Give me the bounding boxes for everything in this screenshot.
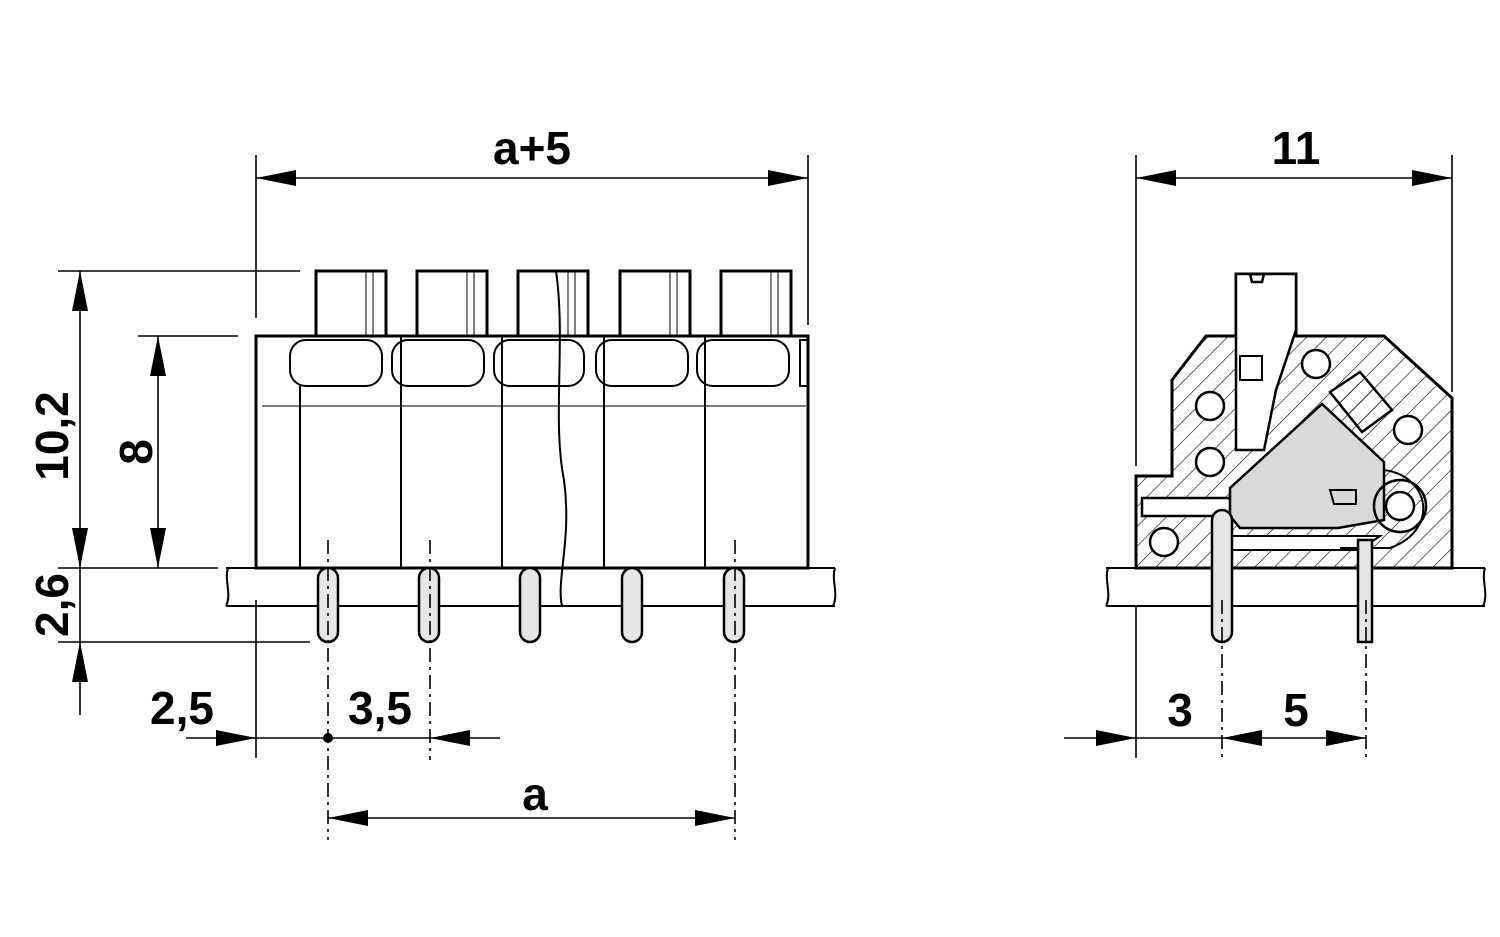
front-push-buttons — [314, 269, 793, 339]
side-extension-lines — [1135, 155, 1453, 758]
dim-overall-width: a+5 — [256, 122, 808, 186]
front-view: a+5 10,2 8 2,6 2,5 3,5 — [26, 122, 837, 840]
side-pcb — [1105, 567, 1487, 607]
dim-pitch-label: 3,5 — [348, 682, 412, 734]
dim-body-height-label: 8 — [110, 439, 162, 465]
front-pins — [316, 566, 746, 644]
dim-pin-length-label: 2,6 — [26, 573, 78, 637]
side-view: 11 3 5 — [1064, 122, 1487, 760]
front-housing — [254, 270, 810, 607]
dim-pin-span-label: a — [522, 768, 548, 820]
dim-edge-offset-label: 2,5 — [150, 682, 214, 734]
dim-pin-offsets: 3 5 — [1064, 684, 1366, 746]
dim-pin-length: 2,6 — [26, 568, 88, 715]
dim-body-height: 8 — [110, 336, 166, 568]
dim-overall-width-label: a+5 — [493, 122, 571, 174]
dim-depth: 11 — [1136, 122, 1452, 186]
dim-pin-span: a — [328, 768, 735, 826]
dim-pin-spacing-label: 5 — [1283, 684, 1309, 736]
front-pin-centerlines — [327, 540, 736, 840]
side-pins — [1210, 508, 1374, 644]
front-extension-lines — [58, 155, 809, 758]
dim-pitch-row: 2,5 3,5 — [150, 682, 500, 746]
dim-front-to-pin-label: 3 — [1167, 684, 1193, 736]
dim-total-height-label: 10,2 — [26, 391, 78, 481]
dim-depth-label: 11 — [1272, 122, 1321, 174]
dim-total-height: 10,2 — [26, 271, 88, 568]
